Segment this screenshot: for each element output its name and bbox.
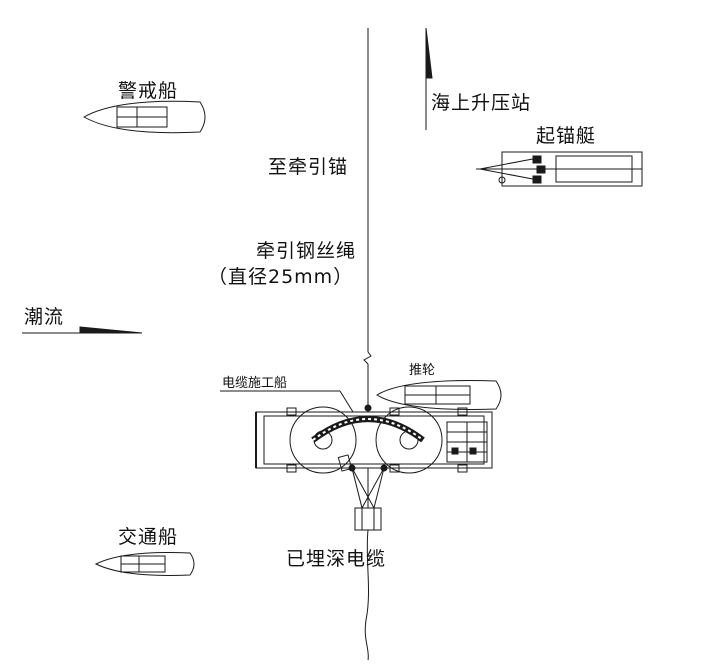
to-traction-anchor-label: 至牵引锚: [268, 156, 349, 178]
wire-diameter-label: （直径25mm）: [208, 266, 354, 288]
pusher-tug-icon: [376, 380, 502, 410]
buried-cable: [364, 529, 370, 661]
buried-cable-label: 已埋深电缆: [286, 548, 387, 570]
anchor-boat-label: 起锚艇: [536, 125, 597, 147]
burial-plough-icon: [348, 464, 388, 531]
pusher-tug-label: 推轮: [409, 363, 436, 378]
traffic-boat-icon: [94, 551, 195, 577]
offshore-substation-label: 海上升压站: [431, 92, 532, 114]
traction-wire-rope-label: 牵引钢丝绳: [256, 240, 357, 262]
cable-vessel-leader-line: [220, 390, 354, 413]
north-arrow-icon: [425, 27, 433, 130]
tidal-current-label: 潮流: [24, 306, 65, 328]
tidal-current-arrow-icon: [22, 326, 143, 334]
guard-boat-icon: [82, 100, 206, 134]
traffic-boat-label: 交通船: [118, 526, 179, 548]
traction-wire-rope: [363, 28, 372, 408]
anchor-boat-icon: [476, 151, 643, 187]
cable-laying-vessel-icon: [255, 404, 493, 474]
guard-boat-label: 警戒船: [118, 80, 179, 102]
cable-laying-vessel-label: 电缆施工船: [222, 376, 288, 391]
